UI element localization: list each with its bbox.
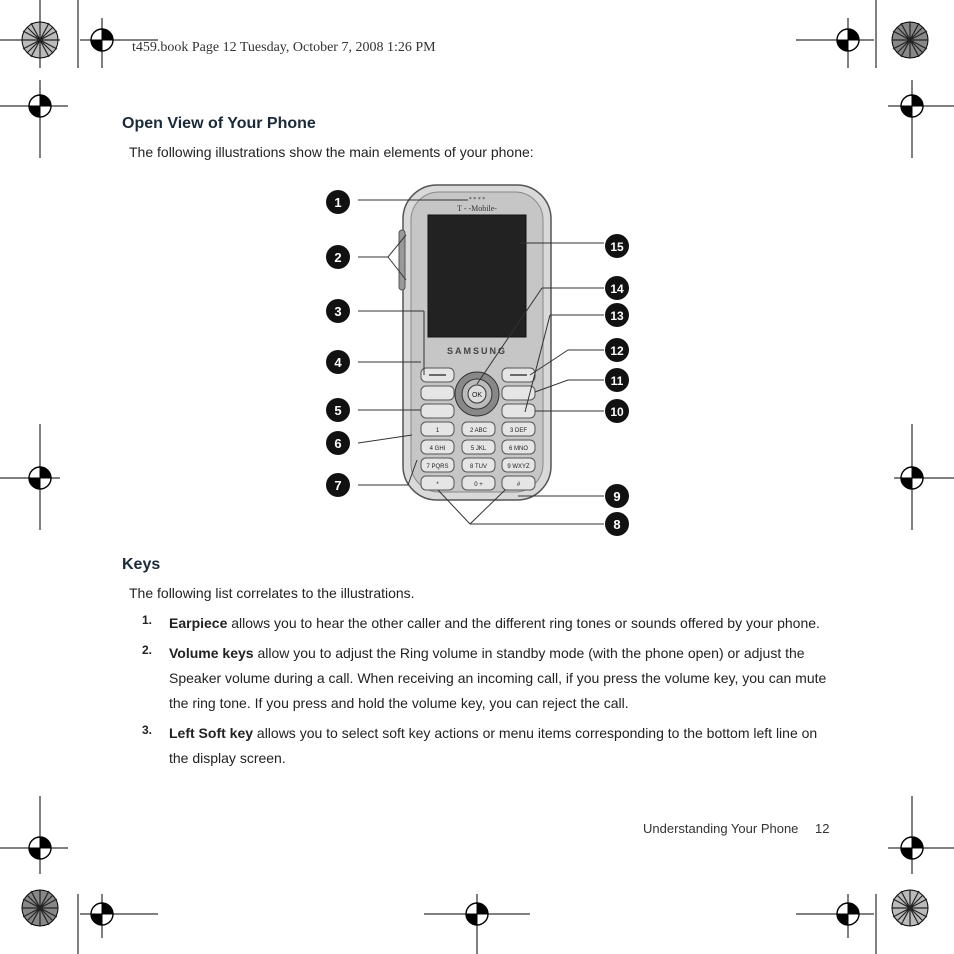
callout-number: 14 bbox=[610, 282, 624, 296]
item-term: Left Soft key bbox=[169, 725, 254, 741]
keypad-key bbox=[501, 439, 536, 455]
callout-number: 2 bbox=[334, 250, 341, 265]
keypad-key bbox=[501, 475, 536, 491]
keypad-key-label: 2 ABC bbox=[470, 428, 488, 434]
callout-badge bbox=[605, 303, 629, 327]
item-number: 2. bbox=[142, 643, 153, 657]
keypad-key-label: 5 JKL bbox=[471, 446, 487, 452]
item-number: 1. bbox=[142, 613, 153, 627]
svg-text:* * * *: * * * * bbox=[469, 197, 486, 203]
keypad-key bbox=[461, 457, 496, 473]
callout-number: 3 bbox=[334, 304, 341, 319]
callout-number: 1 bbox=[334, 195, 341, 210]
callout-badge bbox=[605, 512, 629, 536]
callout-badge bbox=[326, 245, 350, 269]
callout-badge bbox=[605, 234, 629, 258]
keys-title: Keys bbox=[122, 556, 161, 573]
keypad-key bbox=[501, 457, 536, 473]
callout-number: 13 bbox=[610, 309, 624, 323]
section-intro: The following illustrations show the mai… bbox=[129, 144, 534, 160]
callout-number: 9 bbox=[613, 489, 620, 504]
keypad-key-label: 0 + bbox=[474, 482, 483, 488]
keypad-key bbox=[420, 421, 455, 437]
callout-badge bbox=[605, 276, 629, 300]
keypad-key-label: 7 PQRS bbox=[426, 464, 448, 470]
item-desc: allows you to select soft key actions or… bbox=[169, 725, 818, 766]
slug-line: t459.book Page 12 Tuesday, October 7, 20… bbox=[132, 40, 436, 55]
ok-key: OK bbox=[472, 392, 482, 399]
callout-badge bbox=[326, 473, 350, 497]
section-title: Open View of Your Phone bbox=[122, 115, 316, 132]
keypad-key bbox=[461, 421, 496, 437]
keypad-key-label: 9 WXYZ bbox=[507, 464, 530, 470]
keypad-key bbox=[461, 439, 496, 455]
keypad-key bbox=[461, 475, 496, 491]
callout-number: 5 bbox=[334, 403, 341, 418]
keypad-key-label: 8 TUV bbox=[470, 464, 487, 470]
callout-badge bbox=[605, 368, 629, 392]
callout-badge bbox=[326, 431, 350, 455]
keypad-key bbox=[501, 421, 536, 437]
callout-number: 6 bbox=[334, 436, 341, 451]
callout-number: 7 bbox=[334, 478, 341, 493]
callout-number: 15 bbox=[610, 240, 624, 254]
brand-logo: SAMSUNG bbox=[447, 346, 507, 356]
keypad-key bbox=[420, 457, 455, 473]
keys-intro: The following list correlates to the ill… bbox=[129, 585, 415, 601]
callout-badge bbox=[326, 398, 350, 422]
item-desc: allow you to adjust the Ring volume in s… bbox=[169, 645, 827, 711]
item-term: Volume keys bbox=[169, 645, 254, 661]
callout-number: 10 bbox=[610, 405, 624, 419]
keypad-key-label: 6 MNO bbox=[509, 446, 528, 452]
keypad-key bbox=[420, 439, 455, 455]
callout-badge bbox=[326, 190, 350, 214]
footer-section: Understanding Your Phone bbox=[643, 821, 799, 836]
phone-illustration: * * * * T - -Mobile- SAMSUNG OK 12345671… bbox=[326, 184, 629, 536]
item-desc: allows you to hear the other caller and … bbox=[227, 615, 820, 631]
item-number: 3. bbox=[142, 723, 153, 737]
callout-number: 11 bbox=[611, 374, 624, 388]
keypad-key-label: 3 DEF bbox=[510, 428, 527, 434]
callout-number: 4 bbox=[334, 355, 342, 370]
callout-badge bbox=[605, 338, 629, 362]
keypad-key-label: # bbox=[517, 482, 521, 488]
page-number: 12 bbox=[815, 821, 830, 836]
callout-number: 12 bbox=[610, 344, 624, 358]
keypad-key-label: 4 GHI bbox=[430, 446, 446, 452]
callout-badge bbox=[326, 350, 350, 374]
keypad-key-label: 1 bbox=[436, 428, 440, 434]
keypad-key-label: * bbox=[436, 482, 439, 488]
keypad-key bbox=[420, 475, 455, 491]
callout-badge bbox=[605, 484, 629, 508]
callout-badge bbox=[326, 299, 350, 323]
callout-number: 8 bbox=[613, 517, 620, 532]
item-term: Earpiece bbox=[169, 615, 228, 631]
carrier-logo: T - -Mobile- bbox=[457, 204, 497, 213]
callout-badge bbox=[605, 399, 629, 423]
